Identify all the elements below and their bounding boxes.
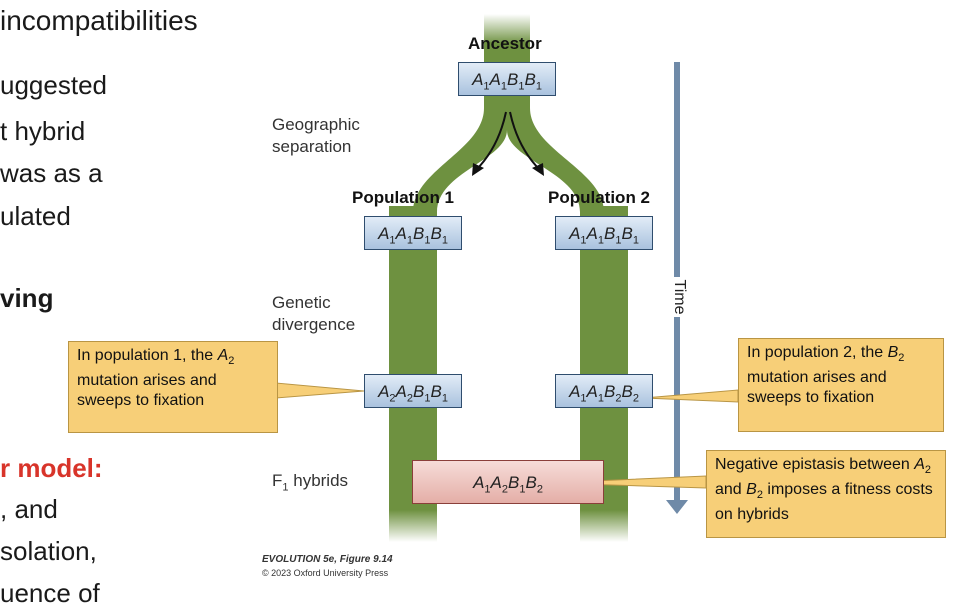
population-2-derived-genotype-box: A1A1B2B2 xyxy=(555,374,653,408)
figure-credit: EVOLUTION 5e, Figure 9.14 xyxy=(262,554,393,565)
allele-letter: A xyxy=(378,224,390,243)
allele-index: 2 xyxy=(406,392,413,405)
arrowhead-left-icon xyxy=(472,163,484,176)
allele-letter: A xyxy=(473,473,485,492)
allele-index: 1 xyxy=(615,234,622,247)
allele-index: 1 xyxy=(441,234,448,247)
allele-letter: A xyxy=(395,224,407,243)
callout-population-2: In population 2, the B2 mutation arises … xyxy=(738,338,944,432)
allele-letter: B xyxy=(430,224,442,243)
allele-index: 2 xyxy=(615,392,622,405)
allele-index: 1 xyxy=(597,234,604,247)
callout-negative-epistasis: Negative epistasis between A2 and B2 imp… xyxy=(706,450,946,538)
callout-pop1-pointer xyxy=(275,382,365,399)
allele-letter: A xyxy=(472,70,484,89)
allele-index: 1 xyxy=(424,234,431,247)
slide-text-line: ulated xyxy=(0,201,71,231)
allele-letter: A xyxy=(490,473,502,492)
population-2-branch-fade xyxy=(580,510,628,542)
allele-index: 1 xyxy=(406,234,413,247)
allele-letter: B xyxy=(413,382,425,401)
allele-index: 1 xyxy=(597,392,604,405)
allele-index: 1 xyxy=(632,234,639,247)
time-arrowhead-icon xyxy=(666,500,688,514)
population-2-genotype-box: A1A1B1B1 xyxy=(555,216,653,250)
population-1-genotype-box: A1A1B1B1 xyxy=(364,216,462,250)
population-1-branch-fade xyxy=(389,510,437,542)
population-1-derived-genotype-box: A2A2B1B1 xyxy=(364,374,462,408)
allele-letter: A xyxy=(586,224,598,243)
allele-letter: B xyxy=(525,473,537,492)
arrowhead-right-icon xyxy=(532,163,544,176)
allele-letter: A xyxy=(586,382,598,401)
allele-letter: A xyxy=(489,70,501,89)
allele-letter: B xyxy=(430,382,442,401)
allele-index: 1 xyxy=(580,234,587,247)
allele-index: 1 xyxy=(535,80,542,93)
f1-hybrids-label: F1 hybrids xyxy=(272,471,349,494)
allele-index: 1 xyxy=(580,392,587,405)
callout-population-1: In population 1, the A2 mutation arises … xyxy=(68,341,278,433)
allele-letter: B xyxy=(604,224,616,243)
callout-pop2-pointer xyxy=(643,389,739,403)
allele-letter: B xyxy=(413,224,425,243)
hybrid-genotype-box: A1A2B1B2 xyxy=(412,460,604,504)
allele-index: 1 xyxy=(483,80,490,93)
allele-letter: B xyxy=(507,70,519,89)
slide-text-line: was as a xyxy=(0,158,103,188)
allele-letter: A xyxy=(569,224,581,243)
slide-bold-line: ving xyxy=(0,283,54,313)
allele-index: 1 xyxy=(484,483,491,496)
allele-letter: A xyxy=(569,382,581,401)
time-label: Time xyxy=(668,277,690,317)
population-2-label: Population 2 xyxy=(548,188,650,207)
slide-text-line: , and xyxy=(0,494,58,524)
allele-index: 2 xyxy=(501,483,508,496)
branch-split xyxy=(413,108,604,212)
population-1-label: Population 1 xyxy=(352,188,454,207)
allele-index: 2 xyxy=(536,483,543,496)
slide-text-line: uence of xyxy=(0,578,100,608)
allele-index: 1 xyxy=(518,80,525,93)
slide-text-line: solation, xyxy=(0,536,97,566)
allele-letter: B xyxy=(508,473,520,492)
slide-title: incompatibilities xyxy=(0,5,198,36)
slide-text-line: uggested xyxy=(0,70,107,100)
allele-index: 1 xyxy=(519,483,526,496)
allele-index: 1 xyxy=(389,234,396,247)
allele-letter: B xyxy=(524,70,536,89)
allele-index: 1 xyxy=(441,392,448,405)
ancestor-label: Ancestor xyxy=(468,34,542,53)
allele-index: 1 xyxy=(500,80,507,93)
copyright-notice: © 2023 Oxford University Press xyxy=(262,568,389,578)
allele-index: 2 xyxy=(389,392,396,405)
allele-letter: B xyxy=(621,224,633,243)
allele-index: 1 xyxy=(424,392,431,405)
allele-letter: A xyxy=(378,382,390,401)
genetic-divergence-label: Genetic divergence xyxy=(272,293,356,334)
allele-letter: B xyxy=(621,382,633,401)
allele-letter: A xyxy=(395,382,407,401)
ancestor-genotype-box: A1A1B1B1 xyxy=(458,62,556,96)
geographic-separation-label: Geographic separation xyxy=(272,115,360,156)
allele-letter: B xyxy=(604,382,616,401)
allele-index: 2 xyxy=(632,392,639,405)
ancestor-trunk-fade xyxy=(484,14,530,44)
slide-text-line: t hybrid xyxy=(0,116,86,146)
slide-red-heading: r model: xyxy=(0,453,103,483)
